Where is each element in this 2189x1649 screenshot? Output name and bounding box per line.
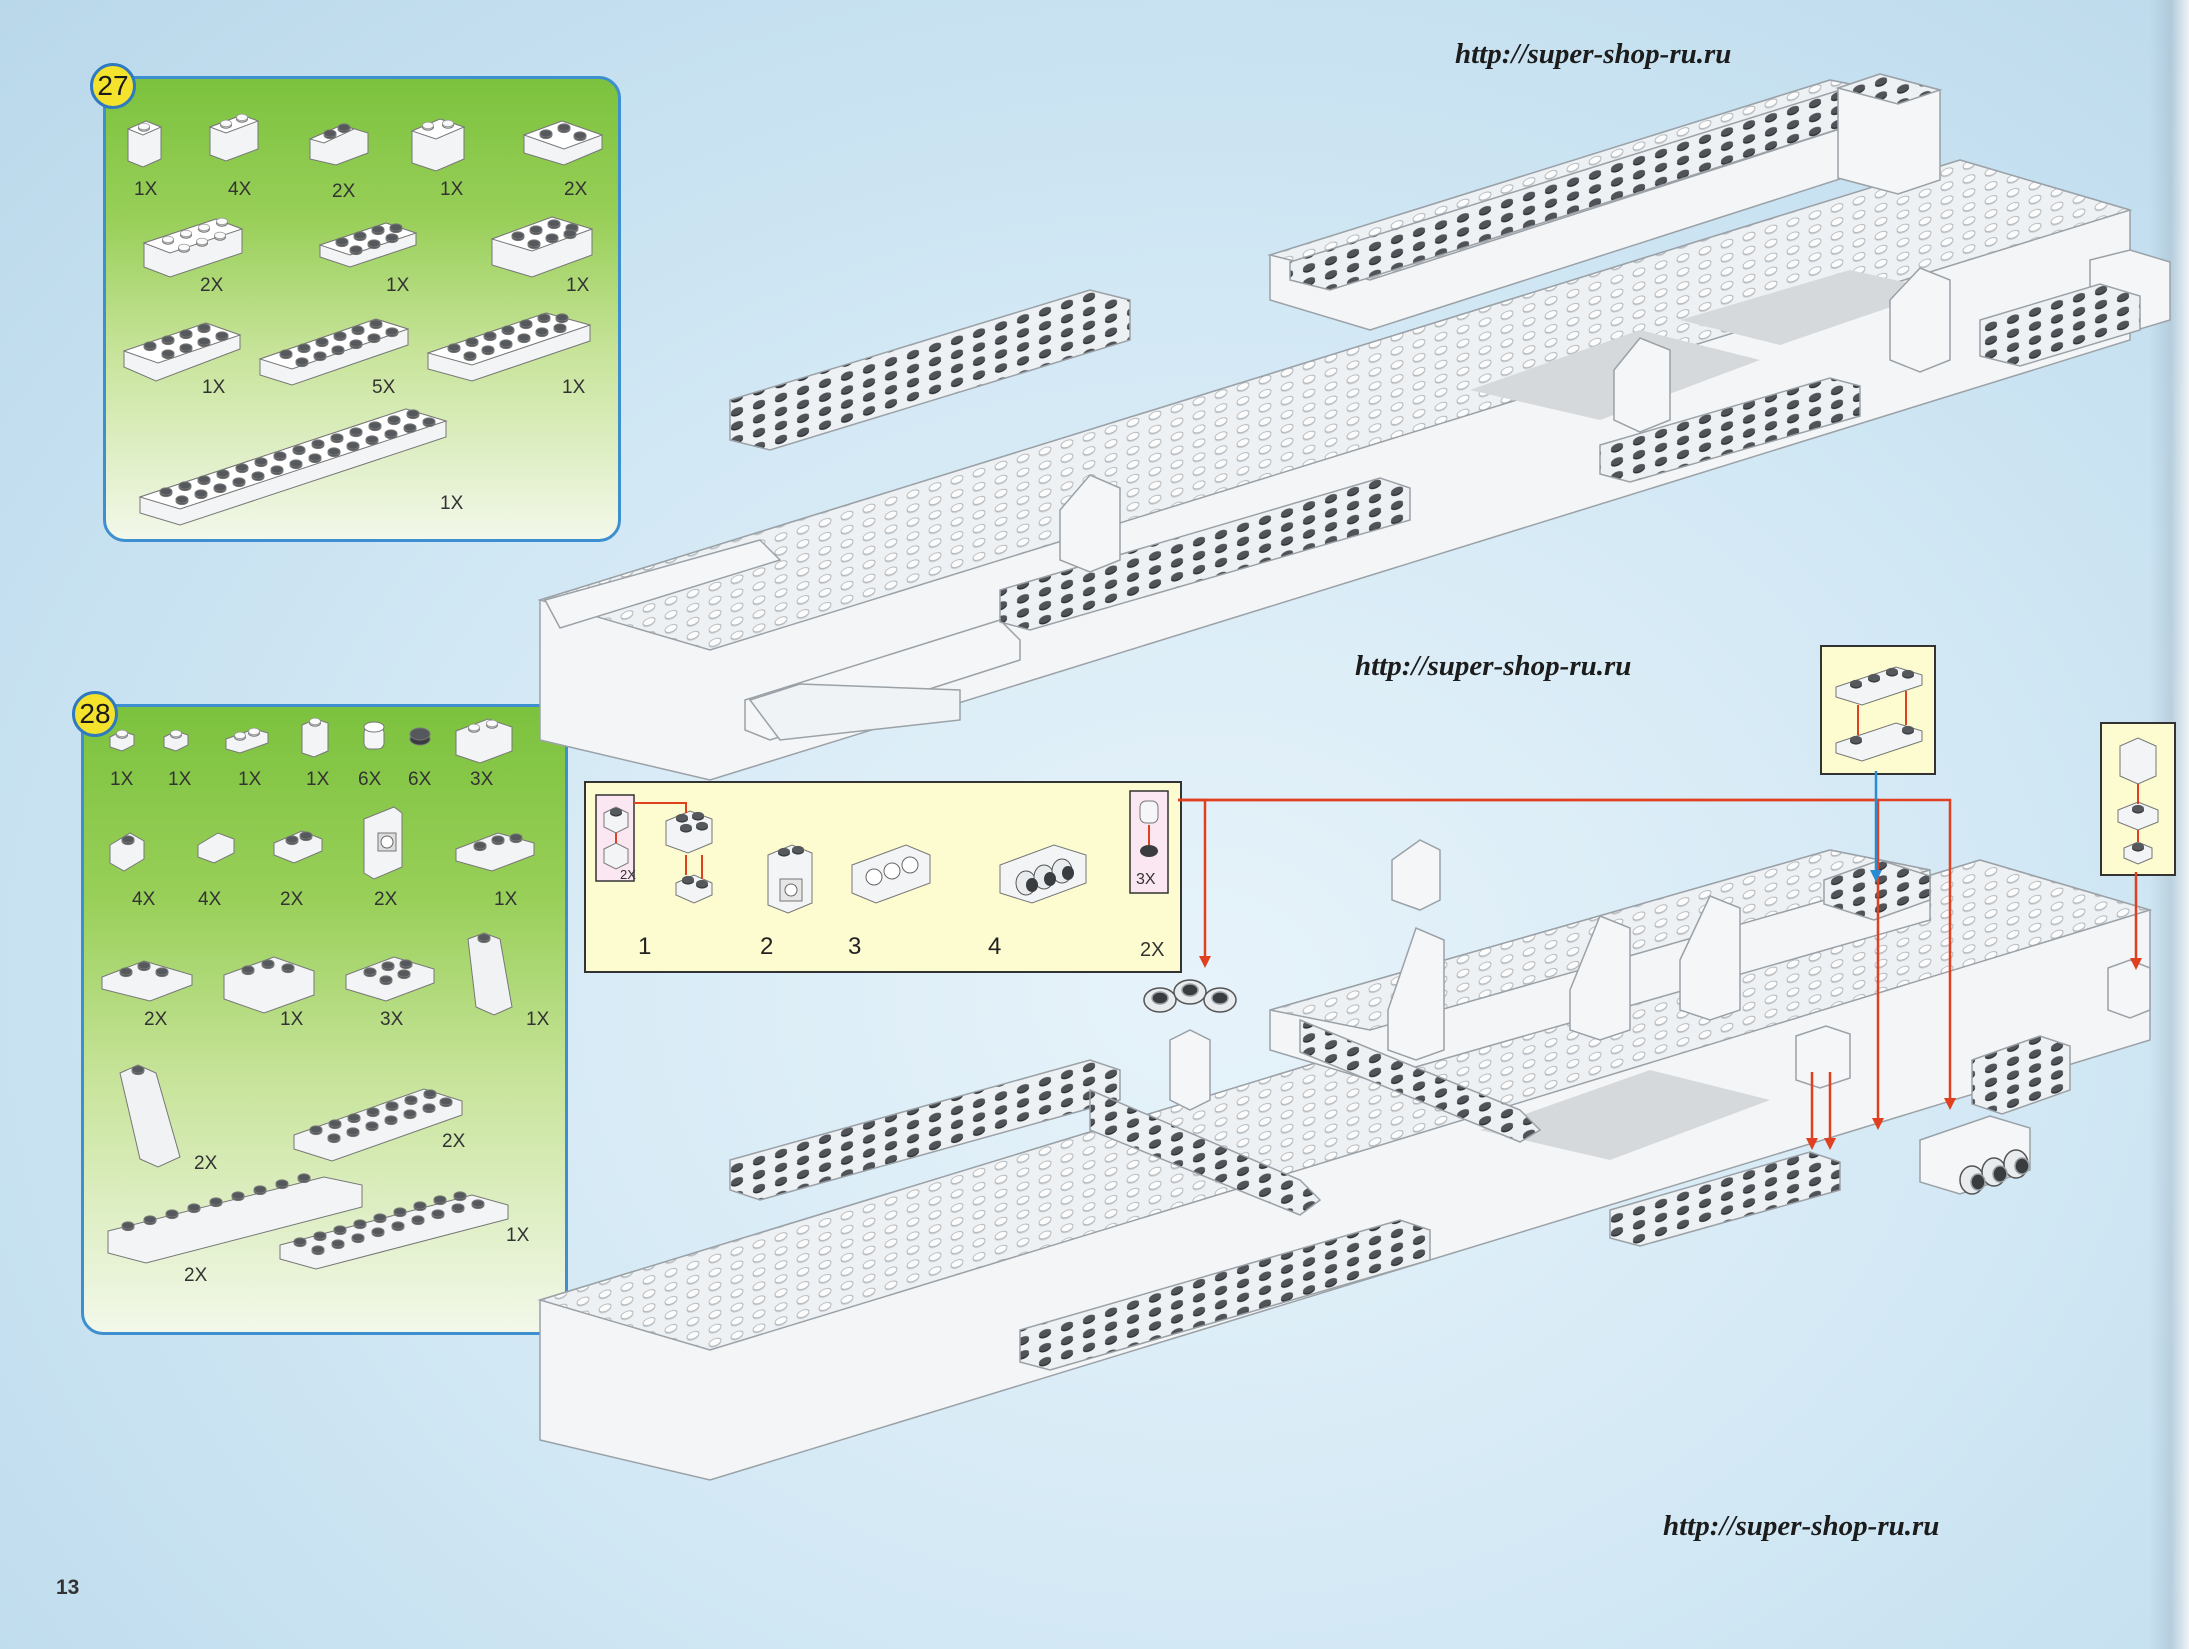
substep-number: 2 [760,933,774,960]
qty-label: 3X [470,769,494,790]
qty-label: 1X [280,1009,304,1030]
part-row-long [119,1064,463,1168]
substep-number: 1 [638,933,652,960]
step-28-parts-drawing [101,717,535,1270]
red-arrow-head [1806,1138,1818,1150]
qty-label: 2X [564,179,588,200]
red-arrow-head [2130,958,2142,970]
part-brick-2x2-corner [410,118,466,172]
qty-label: 1X [202,377,226,398]
qty-label: 1X [386,275,410,296]
part-slope-2x2 [308,123,369,166]
qty-label: 3X [380,1009,404,1030]
page-number: 13 [56,1576,80,1599]
part-row-clips [109,806,535,880]
red-arrow-head [1872,1118,1884,1130]
qty-label: 1X [566,275,590,296]
qty-label: 2X [332,181,356,202]
part-plate-2x14 [138,408,448,526]
qty-label: 4X [228,179,252,200]
watermark-url-middle: http://super-shop-ru.ru [1355,650,1632,682]
red-arrow-to-right-turret [1178,798,1952,1100]
qty-label: 1X [494,889,518,910]
subassembly-callout: 1 2 3 4 2X 3X 2X [584,781,1182,973]
step-27-number-badge: 27 [90,63,136,109]
red-arrow-head [1944,1098,1956,1110]
part-plate-2x6-slope [258,318,410,386]
blue-arrow-head [1870,870,1882,882]
qty-label: 2X [144,1009,168,1030]
part-row-small [109,717,513,764]
qty-label: 4X [132,889,156,910]
qty-label: 2X [184,1265,208,1286]
part-plate-2x6 [426,312,592,382]
qty-label: 1X [562,377,586,398]
part-brick-1x1 [126,120,163,168]
red-arrow-to-stern [1178,798,1880,1120]
part-row-plates [101,932,513,1016]
qty-label: 1X [168,769,192,790]
qty-label: 1X [440,493,464,514]
substep-number: 3 [848,933,862,960]
qty-label: 4X [198,889,222,910]
watermark-url-bottom: http://super-shop-ru.ru [1663,1510,1940,1542]
qty-label: 6X [408,769,432,790]
red-arrow-head [1824,1138,1836,1150]
qty-label: 1X [440,179,464,200]
step-28-parts-panel: 28 [72,691,568,1335]
qty-label: 1X [110,769,134,790]
qty-label: 5X [372,377,396,398]
part-plate-2x4 [142,217,244,278]
qty-label: 1X [526,1009,550,1030]
step-27-parts-drawing [122,113,604,526]
qty-label: 1X [238,769,262,790]
step-27-parts-panel: 27 [90,63,621,542]
inset-qty-left: 2X [620,867,636,882]
qty-label: 1X [506,1225,530,1246]
qty-label: 6X [358,769,382,790]
part-brick-2x4-dark [490,216,594,278]
qty-label: 1X [134,179,158,200]
inset-plate-stack [1820,645,1936,775]
substep-number: 4 [988,933,1002,960]
qty-label: 2X [194,1153,218,1174]
part-row-bottom [107,1173,509,1270]
red-arrow-head [1199,956,1211,968]
subassembly-drawing [595,790,1169,914]
subassembly-total-qty: 2X [1140,939,1165,961]
part-brick-1x2 [208,113,260,162]
inset-qty-right: 3X [1136,871,1156,888]
assembly-arrows [1178,771,2142,1150]
qty-label: 2X [200,275,224,296]
step-28-number-badge: 28 [72,691,118,737]
watermark-url-top: http://super-shop-ru.ru [1455,38,1732,70]
part-slope-inverted [522,120,604,166]
part-plate-dark-2x4 [318,222,418,268]
part-wedge-plate [122,322,242,382]
qty-label: 1X [306,769,330,790]
inset-clip-stack [2100,722,2176,876]
red-arrow-to-turret [1178,798,1207,958]
qty-label: 2X [374,889,398,910]
qty-label: 2X [280,889,304,910]
qty-label: 2X [442,1131,466,1152]
